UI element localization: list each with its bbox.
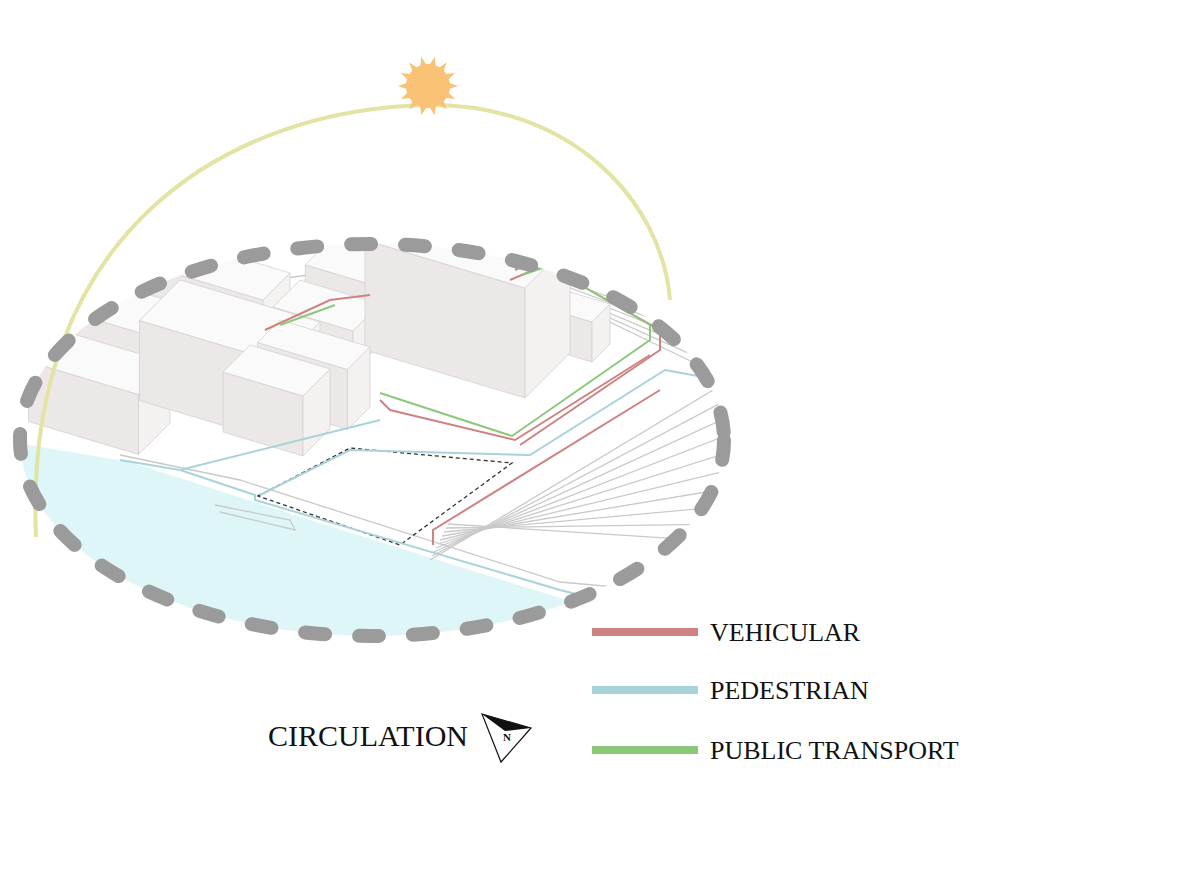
site-radius bbox=[20, 244, 724, 636]
sun-path bbox=[35, 105, 670, 537]
pedestrian-route bbox=[120, 420, 380, 470]
transport-route bbox=[280, 305, 335, 325]
legend-swatch bbox=[592, 746, 698, 754]
legend-text: VEHICULAR bbox=[710, 618, 860, 648]
pedestrian-route bbox=[260, 370, 720, 495]
pedestrian-route bbox=[180, 470, 580, 595]
site-boundary bbox=[258, 448, 512, 545]
legend-text: PEDESTRIAN bbox=[710, 676, 869, 706]
north-arrow bbox=[482, 714, 531, 762]
legend-text: PUBLIC TRANSPORT bbox=[710, 736, 959, 766]
diagram-title: CIRCULATION bbox=[268, 719, 468, 753]
legend-swatch bbox=[592, 686, 698, 694]
vehicular-route bbox=[433, 390, 660, 545]
vehicular-route bbox=[510, 265, 660, 445]
legend-swatch bbox=[592, 628, 698, 636]
site-area bbox=[0, 195, 760, 700]
vehicular-route bbox=[265, 295, 370, 330]
buildings bbox=[29, 195, 611, 456]
sun bbox=[398, 57, 458, 115]
north-label: N bbox=[503, 731, 511, 743]
